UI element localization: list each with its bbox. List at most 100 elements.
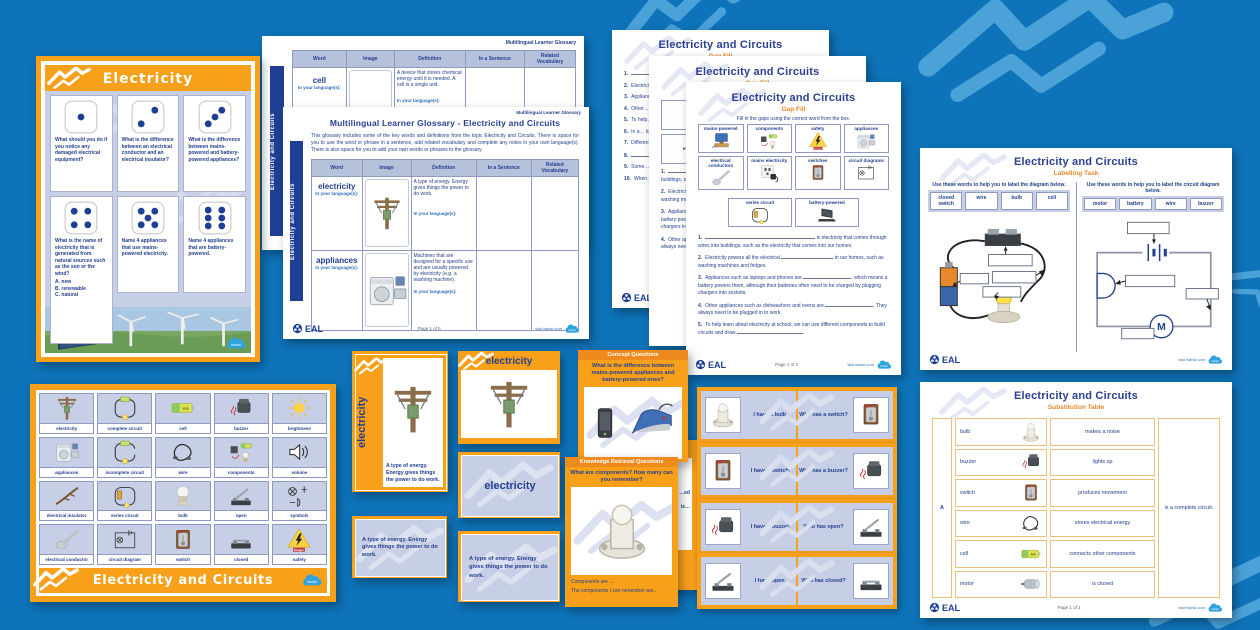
question-card: What should you do if you notice any dam… (50, 95, 113, 192)
twinkl-cloud-icon (1207, 355, 1223, 365)
word-cell: bulb (955, 418, 1047, 446)
substitution-table-page: Electricity and Circuits Substitution Ta… (920, 382, 1232, 618)
glossary-front-page: Multilingual Learner Glossary Electricit… (283, 107, 589, 339)
starter-line: The components I can remember are… (571, 588, 659, 595)
switch-icon (801, 163, 835, 183)
glossary-word: appliances (316, 256, 358, 265)
switch-image (853, 397, 889, 433)
question-text: What is the name of electricity that is … (55, 238, 106, 277)
flashcard-word: electricity (356, 396, 368, 449)
phrase-cell: produces movement (1050, 479, 1155, 507)
word-cell: motor (955, 570, 1047, 598)
word-mat-cell: series circuit (97, 480, 153, 522)
glossary-definition: A type of energy. Energy gives things th… (413, 179, 469, 197)
flashcard-image (383, 358, 443, 460)
gap-fill-front-page: Electricity and Circuits Gap Fill Fill i… (686, 82, 901, 375)
dice-question-board-page: Electricity What should you do if you no… (36, 56, 260, 362)
flashcard-word-only: electricity (458, 452, 560, 518)
twinkl-bolt-icon (47, 66, 91, 90)
incomplete-circuit-icon (98, 437, 152, 467)
complete-circuit-icon (98, 394, 152, 423)
washing-machine-icon (849, 131, 883, 151)
starter-line: Components are … (571, 578, 615, 585)
power-pole-icon (483, 373, 535, 435)
flashcard-definition: A type of energy. Energy gives things th… (383, 459, 443, 487)
word-cell: wire (955, 509, 1047, 537)
word-mat-page: electricity complete circuit cell buzzer… (30, 384, 336, 602)
card-image (584, 386, 682, 459)
bolt-watermark-icon (757, 505, 837, 543)
word-box-item: battery-powered (795, 198, 859, 228)
word-bank: motor battery wire buzzer (1082, 196, 1224, 212)
flashcard-definition: A type of energy. Energy gives things th… (469, 556, 548, 579)
question-text: What is the difference between an electr… (121, 137, 174, 163)
phone-icon (588, 403, 622, 443)
question-card: What is the difference between mains-pow… (183, 95, 246, 192)
col-related: Related Vocabulary (524, 50, 576, 68)
substitution-grid: A bulb makes a noise buzzer lights up sw… (932, 418, 1220, 598)
word-cell: buzzer (955, 448, 1047, 476)
flashcard-image (461, 370, 557, 438)
glossary-table: Word Image Definition In a Sentence Rela… (311, 159, 580, 331)
col-word: Word (311, 159, 363, 177)
closed-switch-icon (214, 525, 268, 554)
word-bank: closed switch wire bulb cell (928, 190, 1070, 212)
glossary-word: cell (312, 76, 327, 85)
gap-fill-title: Electricity and Circuits (658, 39, 783, 51)
labelling-right-instruction: Use these words to help you to label the… (1086, 182, 1220, 194)
eal-icon (929, 354, 940, 365)
switch-image (705, 453, 741, 489)
gap-fill-title: Electricity and Circuits (695, 66, 820, 78)
word-mat-cell: incomplete circuit (97, 436, 153, 478)
col-definition: Definition (393, 50, 466, 68)
labelling-task-page: Electricity and Circuits Labelling Task … (920, 148, 1232, 370)
twinkl-cloud-icon (876, 360, 892, 370)
question-card: What is the difference between an electr… (116, 95, 180, 192)
flashcard-word: electricity (485, 356, 533, 367)
series-circuit-icon (98, 481, 152, 511)
circuit-diagram-icon (98, 525, 152, 554)
twinkl-bolt-icon (33, 564, 79, 594)
labelling-subtitle: Labelling Task (1053, 170, 1099, 177)
glossary-sidebar: Electricity and Circuits (270, 66, 284, 236)
word-box-item: circuit diagrams (843, 156, 889, 191)
language-label: In your language(s): (315, 191, 359, 196)
buzzer-image (853, 453, 889, 489)
switch-icon (857, 401, 885, 429)
labelling-title: Electricity and Circuits (1013, 156, 1138, 168)
dice-one-icon (64, 100, 98, 134)
word-mat-cell: buzzer (213, 393, 269, 434)
phrase-cell: connects other components (1050, 540, 1155, 568)
word-bank-item: wire (965, 192, 998, 210)
page-label: Multilingual Learner Glossary (516, 110, 581, 115)
loop-card: I have open. Who has closed? (697, 553, 897, 609)
lead-cell: A (932, 418, 952, 598)
phrase-cell: makes a noise (1050, 418, 1155, 446)
loop-card: I have a buzzer. Who has open? (697, 499, 897, 555)
dice-six-icon (198, 201, 232, 235)
option-a: A. new (55, 279, 72, 285)
closed-switch-icon (857, 567, 885, 595)
danger-sign-icon (272, 525, 326, 554)
language-label: In your language(s): (413, 211, 457, 216)
bulb-image (705, 397, 741, 433)
twinkl-logo: visit twinkl.com (847, 360, 892, 370)
bulb-icon (1020, 421, 1042, 443)
question-text: What is the difference between mains-pow… (188, 137, 241, 163)
tail-cell: is a complete circuit. (1158, 418, 1220, 598)
card-divider (796, 557, 798, 605)
column-divider (1076, 182, 1077, 352)
buzzer-icon (709, 513, 737, 541)
eal-logo: EAL (621, 292, 652, 303)
open-switch-image (705, 563, 741, 599)
twinkl-cloud-icon (225, 337, 247, 350)
gap-fill-instruction: Fill in the gaps using the correct word … (736, 116, 851, 122)
word-bank-item: wire (1154, 198, 1187, 210)
bolt-watermark-icon (757, 449, 837, 487)
eal-logo: EAL (929, 354, 960, 365)
labelling-left-instruction: Use these words to help you to label the… (932, 182, 1066, 188)
who-text: Who has a switch? (799, 412, 848, 418)
real-circuit-diagram (939, 228, 1046, 324)
card-divider (796, 447, 798, 495)
word-box-item: series circuit (728, 198, 792, 228)
